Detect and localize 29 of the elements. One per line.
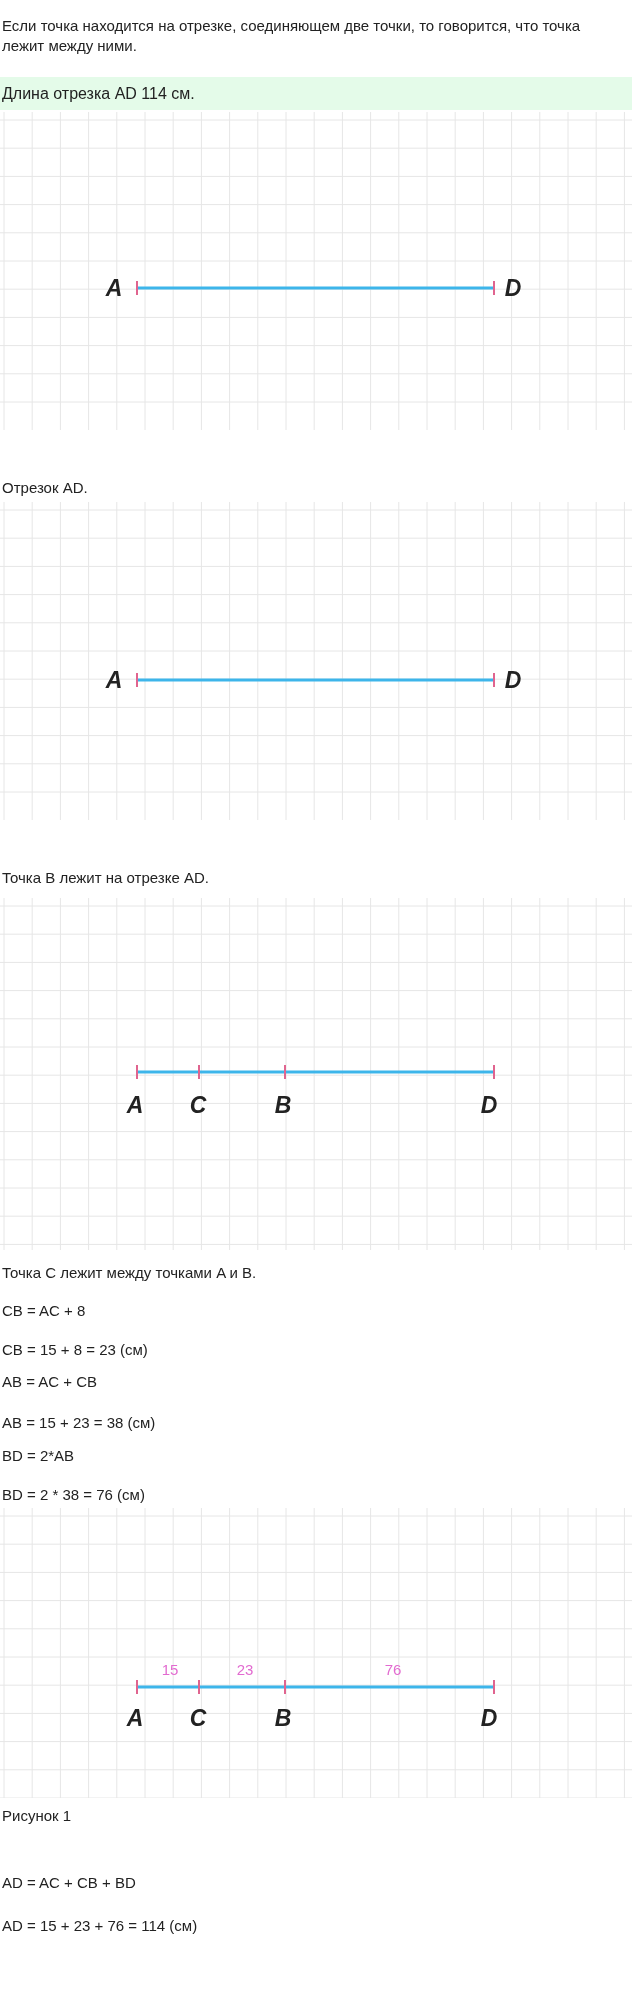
equation-text: AB = 15 + 23 = 38 (см) bbox=[2, 1413, 156, 1433]
point-label: A bbox=[105, 275, 123, 301]
equation-text: BD = 2 * 38 = 76 (см) bbox=[2, 1485, 145, 1505]
point-label: D bbox=[480, 1092, 498, 1118]
point-label: D bbox=[504, 667, 522, 693]
equation-text: BD = 2*AB bbox=[2, 1446, 75, 1466]
length-label: 76 bbox=[384, 1660, 402, 1678]
equation-text: CB = AC + 8 bbox=[2, 1301, 86, 1321]
point-label: B bbox=[274, 1705, 292, 1731]
point-label: A bbox=[126, 1705, 144, 1731]
equation-text: AB = AC + CB bbox=[2, 1372, 98, 1392]
caption-text: Точка C лежит между точками A и B. bbox=[2, 1263, 257, 1283]
point-label: A bbox=[105, 667, 123, 693]
point-label: D bbox=[504, 275, 522, 301]
point-label: C bbox=[189, 1705, 207, 1731]
caption-text: Точка B лежит на отрезке AD. bbox=[2, 868, 209, 888]
point-label: A bbox=[126, 1092, 144, 1118]
equation-text: AD = AC + CB + BD bbox=[2, 1873, 136, 1893]
length-label: 15 bbox=[161, 1660, 179, 1678]
point-label: B bbox=[274, 1092, 292, 1118]
intro-text: Если точка находится на отрезке, соединяющем две точки, то говорится, что точка лежит между ними. bbox=[2, 16, 582, 56]
point-label: C bbox=[189, 1092, 207, 1118]
length-label: 23 bbox=[236, 1660, 254, 1678]
equation-text: CB = 15 + 8 = 23 (см) bbox=[2, 1340, 148, 1360]
point-label: D bbox=[480, 1705, 498, 1731]
equation-text: AD = 15 + 23 + 76 = 114 (см) bbox=[2, 1916, 198, 1936]
note-banner: Длина отрезка AD 114 см. bbox=[0, 77, 632, 110]
caption-text: Рисунок 1 bbox=[2, 1806, 72, 1826]
caption-text: Отрезок AD. bbox=[2, 478, 88, 498]
